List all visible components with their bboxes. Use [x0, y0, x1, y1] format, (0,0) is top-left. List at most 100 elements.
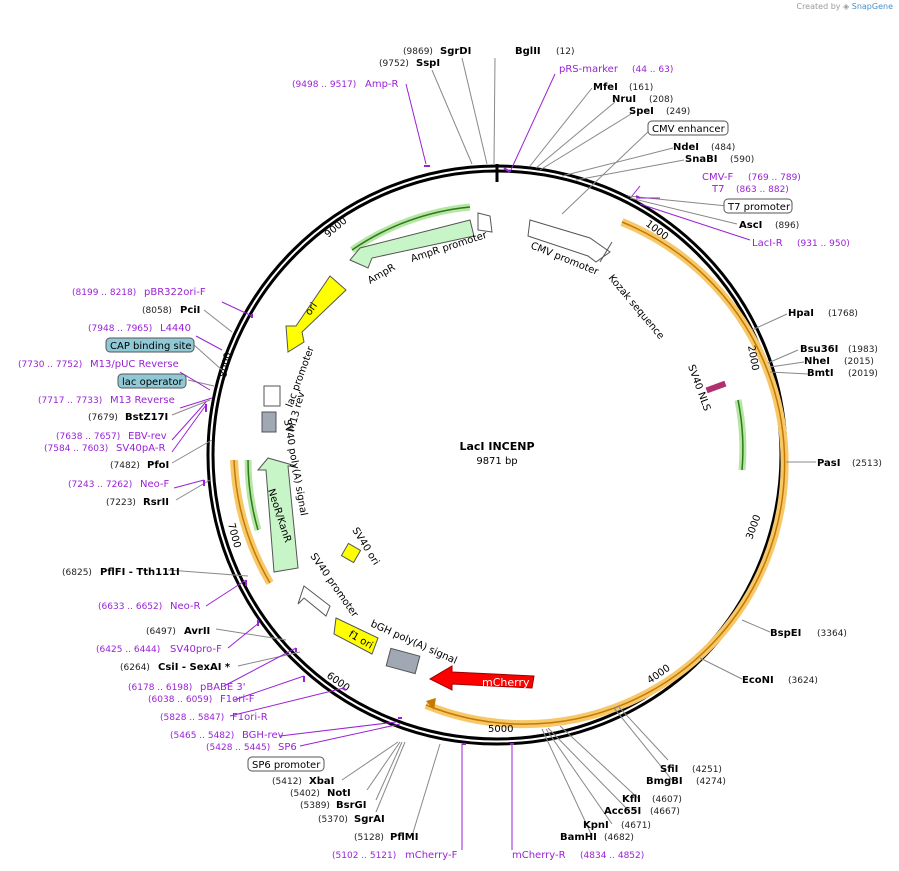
lac-promoter-feature: [263, 385, 281, 407]
kozak-label: Kozak sequence: [606, 273, 666, 342]
plasmid-name: LacI INCENP: [459, 440, 534, 453]
primer-pos-neo-f: (7243 .. 7262): [68, 480, 132, 490]
primer-sp6: SP6: [278, 742, 297, 753]
cmv-enhancer-box: [647, 120, 729, 136]
primer-pos-pbabe3: (6178 .. 6198): [128, 683, 192, 693]
enzyme-bsu36i: Bsu36I: [800, 344, 838, 355]
enzyme-rsrii: RsrII: [143, 497, 169, 508]
enzyme-csii: CsiI - SexAI *: [158, 662, 231, 673]
enzyme-pos-rsrii: (7223): [106, 498, 136, 508]
primer-pos-f1ori-r: (5828 .. 5847): [160, 713, 224, 723]
primer-ebv-rev: EBV-rev: [128, 431, 167, 442]
primer-cmv-f: CMV-F: [702, 172, 733, 183]
enzyme-pos-nhei: (2015): [844, 357, 874, 367]
primer-pos-l4440: (7948 .. 7965): [88, 324, 152, 334]
enzyme-pfoi: PfoI: [147, 460, 169, 471]
primer-laci-r: LacI-R: [752, 238, 783, 249]
enzyme-pflfi: PflFI - Tth111I: [100, 567, 180, 578]
enzyme-pos-kpni: (4671): [621, 821, 651, 831]
enzyme-pos-mfei: (161): [629, 83, 653, 93]
enzyme-pos-sgrai: (5370): [318, 815, 348, 825]
enzyme-pos-pasi: (2513): [852, 459, 882, 469]
primer-pos-t7: (863 .. 882): [736, 185, 789, 195]
enzyme-pos-noti: (5402): [290, 789, 320, 799]
ampr-label: AmpR: [366, 262, 397, 286]
enzyme-pos-bglii: (12): [556, 47, 574, 57]
enzyme-sgrai: SgrAI: [354, 814, 385, 825]
primer-pos-laci-r: (931 .. 950): [797, 239, 850, 249]
enzyme-pos-avrii: (6497): [146, 627, 176, 637]
boxed-labels: CMV enhancer T7 promoter SP6 promoter CA…: [105, 120, 793, 772]
enzyme-pos-pcii: (8058): [142, 306, 172, 316]
enzyme-pos-sspi: (9752): [379, 59, 409, 69]
enzyme-bstz17i: BstZ17I: [125, 412, 168, 423]
enzyme-labels: (9869) SgrDI BglII (12) (9752) SspI MfeI…: [62, 46, 882, 843]
primer-pos-cmv-f: (769 .. 789): [748, 173, 801, 183]
enzyme-pos-bsrgi: (5389): [300, 801, 330, 811]
enzyme-pos-bmti: (2019): [848, 369, 878, 379]
neo-feature: [256, 457, 299, 573]
t7-promoter-box: [723, 198, 793, 214]
plasmid-length: 9871 bp: [476, 456, 517, 467]
enzyme-pcii: PciI: [180, 305, 200, 316]
enzyme-sspi: SspI: [416, 58, 440, 69]
enzyme-bspei: BspEI: [770, 628, 801, 639]
neo-inner-arc: [244, 459, 262, 531]
primer-pos-sv40pro-f: (6425 .. 6444): [96, 645, 160, 655]
primer-pos-pbr322ori-f: (8199 .. 8218): [72, 288, 136, 298]
enzyme-pasi: PasI: [817, 458, 840, 469]
enzyme-pos-snabi: (590): [730, 155, 754, 165]
enzyme-bsrgi: BsrGI: [336, 800, 366, 811]
ampr-orf-line: [351, 206, 471, 251]
primer-pos-prs-marker: (44 .. 63): [632, 65, 673, 75]
enzyme-pos-spei: (249): [666, 107, 690, 117]
primer-sv40pa-r: SV40pA-R: [116, 443, 165, 454]
enzyme-pos-pfoi: (7482): [110, 461, 140, 471]
primer-f1ori-f: F1ori-F: [220, 694, 255, 705]
t7-promoter-label: T7 promoter: [727, 202, 791, 213]
primer-amp-r: Amp-R: [365, 79, 399, 90]
enzyme-pos-xbai: (5412): [272, 777, 302, 787]
enzyme-pos-bsu36i: (1983): [848, 345, 878, 355]
primer-pos-sv40pa-r: (7584 .. 7603): [44, 444, 108, 454]
sp6-promoter-label: SP6 promoter: [252, 760, 321, 771]
tick-8000: 8000: [218, 351, 234, 378]
enzyme-bamhi: BamHI: [560, 832, 597, 843]
enzyme-pflmi: PflMI: [390, 832, 418, 843]
sv40-promoter-feature: [297, 585, 331, 617]
tick-2000: 2000: [745, 345, 760, 372]
primer-m13puc: M13/pUC Reverse: [90, 359, 179, 370]
sv40-nls-feature: [705, 380, 727, 394]
enzyme-mfei: MfeI: [593, 82, 618, 93]
enzyme-acc65i: Acc65I: [604, 806, 641, 817]
mcherry-feature: [428, 665, 535, 691]
primer-pos-f1ori-f: (6038 .. 6059): [148, 695, 212, 705]
primer-pbabe3: pBABE 3': [200, 682, 246, 693]
laci-orf-arc: [424, 218, 789, 729]
enzyme-pos-bspei: (3364): [817, 629, 847, 639]
primer-m13-reverse: M13 Reverse: [110, 395, 175, 406]
enzyme-snabi: SnaBI: [685, 154, 717, 165]
primer-pos-bgh-rev: (5465 .. 5482): [170, 731, 234, 741]
primer-pos-mcherry-r: (4834 .. 4852): [580, 851, 644, 861]
tick-3000: 3000: [744, 513, 763, 541]
primer-mcherry-f: mCherry-F: [405, 850, 458, 861]
enzyme-pos-econi: (3624): [788, 676, 818, 686]
primer-pbr322ori-f: pBR322ori-F: [144, 287, 206, 298]
lac-operator-box: [117, 373, 187, 389]
cap-site-label: CAP binding site: [110, 341, 192, 352]
tick-5000: 5000: [488, 724, 513, 735]
primer-pos-mcherry-f: (5102 .. 5121): [332, 851, 396, 861]
sv40-ori-feature: [340, 542, 362, 564]
primer-bgh-rev: BGH-rev: [242, 730, 284, 741]
enzyme-bglii: BglII: [515, 46, 541, 57]
neo-inner-line: [247, 459, 259, 531]
enzyme-kfli: KflI: [622, 794, 641, 805]
primer-t7: T7: [711, 184, 724, 195]
enzyme-pos-bamhi: (4682): [604, 833, 634, 843]
primer-neo-f: Neo-F: [140, 479, 170, 490]
enzyme-pos-acc65i: (4667): [650, 807, 680, 817]
enzyme-nhei: NheI: [804, 356, 830, 367]
cmv-enhancer-label: CMV enhancer: [652, 124, 726, 135]
